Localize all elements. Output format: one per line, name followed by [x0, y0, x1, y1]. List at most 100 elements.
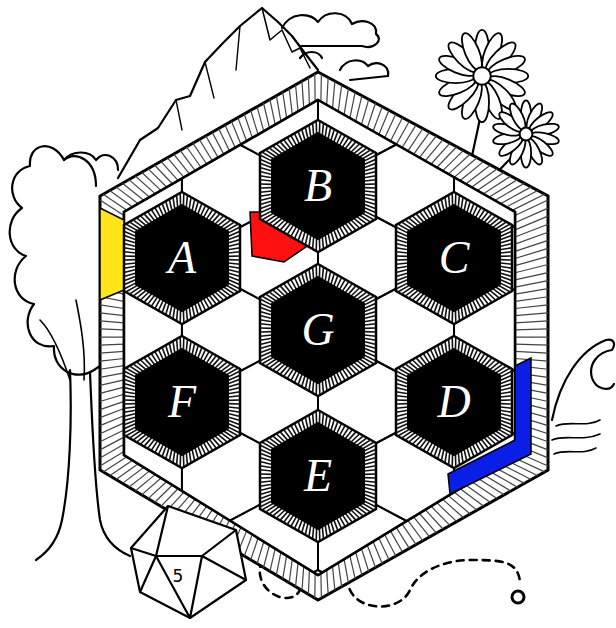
hatch-line [396, 252, 408, 253]
hatch-line [357, 438, 367, 446]
hatch-line [325, 415, 327, 427]
mountain-ridge [176, 26, 240, 130]
hatch-line [496, 287, 507, 294]
hex-letter: A [168, 235, 196, 281]
hatch-line [364, 201, 376, 205]
hatch-line [434, 446, 438, 457]
hatch-line [367, 545, 375, 568]
hatch-line [124, 270, 136, 273]
hatch-line [124, 403, 136, 405]
hatch-line [363, 357, 375, 364]
hatch-line [515, 305, 548, 309]
hatch-line [100, 394, 124, 401]
hatch-line [283, 556, 287, 579]
hatch-line [309, 269, 311, 281]
hatch-line [100, 336, 124, 337]
letter-hex: G [258, 262, 378, 398]
hatch-line [174, 154, 190, 174]
hatch-line [437, 147, 457, 168]
hatch-line [328, 377, 331, 389]
hatch-line [320, 74, 322, 102]
hatch-line [461, 307, 463, 319]
hatch-line [364, 307, 376, 311]
hatch-line [264, 103, 270, 128]
hatch-line [260, 311, 272, 315]
hatch-line [238, 118, 247, 142]
cloud [282, 13, 379, 47]
hatch-line [195, 201, 198, 212]
hatch-line [364, 194, 376, 196]
hex-core [136, 205, 228, 311]
hatch-line [265, 440, 276, 447]
hatch-line [302, 419, 305, 430]
hatch-line [195, 448, 198, 459]
hatch-line [192, 199, 195, 211]
hatch-line [100, 366, 124, 370]
hatch-line [357, 148, 367, 156]
hatch-line [309, 125, 311, 137]
hatch-line [396, 410, 408, 412]
hatch-line [228, 383, 240, 387]
hatch-line [501, 187, 532, 204]
hatch-line [483, 176, 511, 194]
hatch-line [396, 239, 408, 243]
hatch-line [260, 316, 272, 319]
hatch-line [445, 197, 447, 209]
hatch-line [334, 131, 338, 142]
hatch-line [364, 327, 376, 329]
hatch-line [260, 191, 272, 192]
hatch-line [166, 448, 169, 459]
hatch-line [129, 366, 140, 373]
hex-rim [124, 336, 240, 468]
hatch-line [100, 387, 124, 393]
hatch-line [364, 484, 376, 486]
hatch-line [269, 507, 279, 515]
hatch-line [221, 220, 231, 228]
hatch-line [302, 232, 305, 243]
hatch-line [425, 510, 443, 530]
white-tile [91, 0, 182, 90]
hatch-line [451, 454, 453, 467]
hatch-line [244, 534, 252, 556]
hatch-line [438, 304, 441, 315]
hatch-line [360, 505, 371, 512]
hatch-line [173, 307, 175, 319]
hatch-line [364, 176, 376, 178]
hatch-line [265, 294, 276, 301]
hatch-line [325, 379, 327, 391]
hatch-line [265, 150, 276, 157]
hatch-line [499, 285, 511, 292]
white-tile [1, 426, 92, 522]
hatch-line [289, 88, 292, 114]
hatch-line [364, 191, 376, 192]
hatch-line [103, 194, 127, 210]
hatch-line [116, 464, 138, 480]
hatch-line [309, 415, 311, 427]
hatch-line [458, 195, 459, 207]
hatch-line [173, 341, 175, 353]
hatch-line [315, 528, 317, 541]
hatch-line [430, 205, 435, 215]
hatch-line [129, 222, 140, 229]
hatch-line [260, 204, 272, 208]
hatch-line [260, 324, 272, 325]
hatch-line [396, 407, 408, 408]
hatch-line [313, 413, 314, 425]
hatch-line [325, 269, 327, 281]
hatch-line [451, 337, 453, 350]
hatch-line [461, 451, 463, 463]
hatch-line [396, 244, 408, 247]
hatch-line [441, 305, 444, 317]
hatch-line [500, 399, 512, 401]
hatch-line [470, 347, 474, 358]
hatch-line [445, 451, 447, 463]
hatch-line [328, 127, 331, 139]
hatch-line [495, 183, 525, 200]
hatch-line [496, 431, 507, 438]
hatch-line [103, 457, 127, 472]
hatch-line [260, 457, 272, 461]
hatch-line [454, 492, 477, 510]
hatch-line [228, 379, 240, 383]
hatch-line [500, 379, 512, 383]
hatch-line [414, 132, 430, 154]
